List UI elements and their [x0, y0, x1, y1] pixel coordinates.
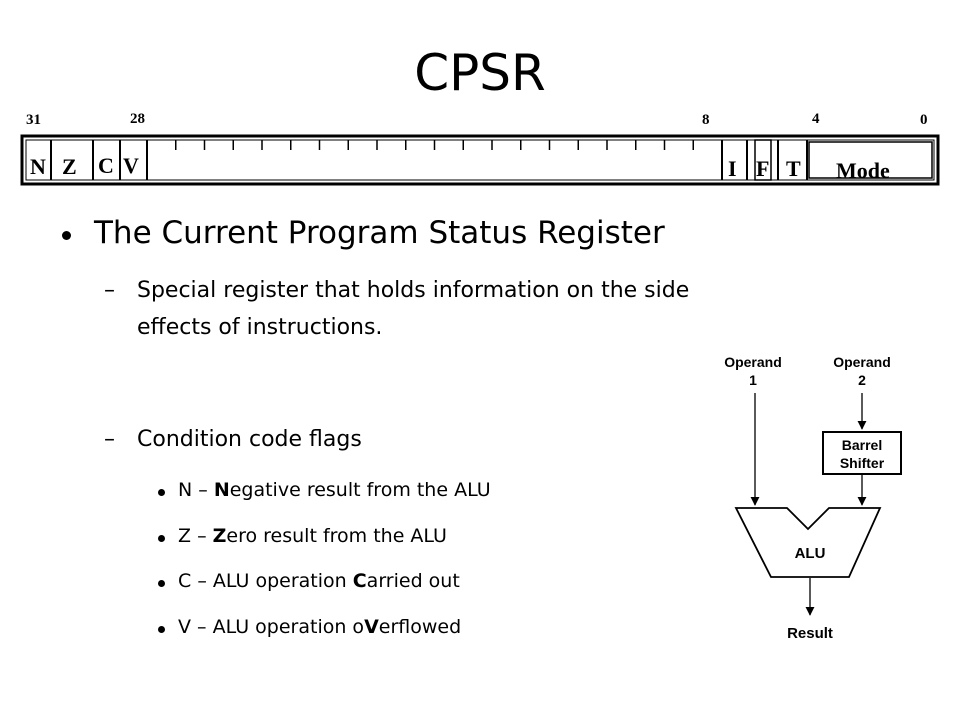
bit-label-28: 28: [130, 111, 145, 127]
bit-t-label: T: [786, 156, 801, 181]
bullet-sub-special-register-line2: effects of instructions.: [137, 315, 383, 340]
bullet-dot: [158, 535, 165, 542]
register-outer-frame: [20, 134, 940, 186]
bit-label-8: 8: [702, 112, 710, 128]
bullet-sub-condition-flags: Condition code flags: [137, 427, 362, 452]
barrel-shifter-label-line1: Barrel: [842, 437, 882, 453]
barrel-shifter-label-line2: Shifter: [840, 455, 885, 471]
alu-label: ALU: [795, 545, 826, 562]
bit-label-4: 4: [812, 111, 820, 127]
mode-field-box: [808, 141, 933, 179]
slide-title: CPSR: [414, 44, 546, 102]
bullet-main: The Current Program Status Register: [94, 215, 665, 251]
flag-item-v: V – ALU operation oVerflowed: [178, 616, 462, 638]
bit-label-0: 0: [920, 112, 928, 128]
bullet-sub-special-register-line1: Special register that holds information …: [137, 278, 690, 303]
dash-marker: –: [104, 278, 115, 303]
operand-2-label-line2: 2: [858, 372, 866, 388]
bullet-dot: [158, 580, 165, 587]
flag-z-label: Z: [62, 154, 77, 179]
bit-i-label: I: [728, 156, 737, 181]
alu-diagram: Operand 1 Operand 2 Barrel Shifter ALU R…: [724, 354, 902, 642]
alu-shape: [734, 507, 882, 578]
bullet-dot: [158, 626, 165, 633]
flag-c-label: C: [98, 153, 114, 178]
operand-1-label-line2: 1: [749, 372, 757, 388]
flag-item-n: N – Negative result from the ALU: [178, 479, 491, 501]
flag-item-c: C – ALU operation Carried out: [178, 570, 460, 592]
bullet-dot: [62, 231, 71, 240]
cpsr-register-diagram: 31 28 8 4 0 N Z C V I F T Mode: [20, 111, 940, 186]
bullet-dot: [158, 489, 165, 496]
flag-v-label: V: [123, 153, 139, 178]
bit-f-label: F: [756, 156, 769, 181]
bit-label-31: 31: [26, 112, 41, 128]
operand-1-label-line1: Operand: [724, 354, 782, 370]
mode-field-label: Mode: [836, 158, 890, 183]
barrel-shifter-box: [822, 431, 902, 475]
f-bit-box: [754, 139, 772, 181]
operand-2-label-line1: Operand: [833, 354, 891, 370]
register-inner-frame: [25, 139, 935, 181]
flag-item-z: Z – Zero result from the ALU: [178, 525, 447, 547]
result-label: Result: [787, 625, 833, 642]
dash-marker: –: [104, 427, 115, 452]
flag-n-label: N: [30, 154, 46, 179]
